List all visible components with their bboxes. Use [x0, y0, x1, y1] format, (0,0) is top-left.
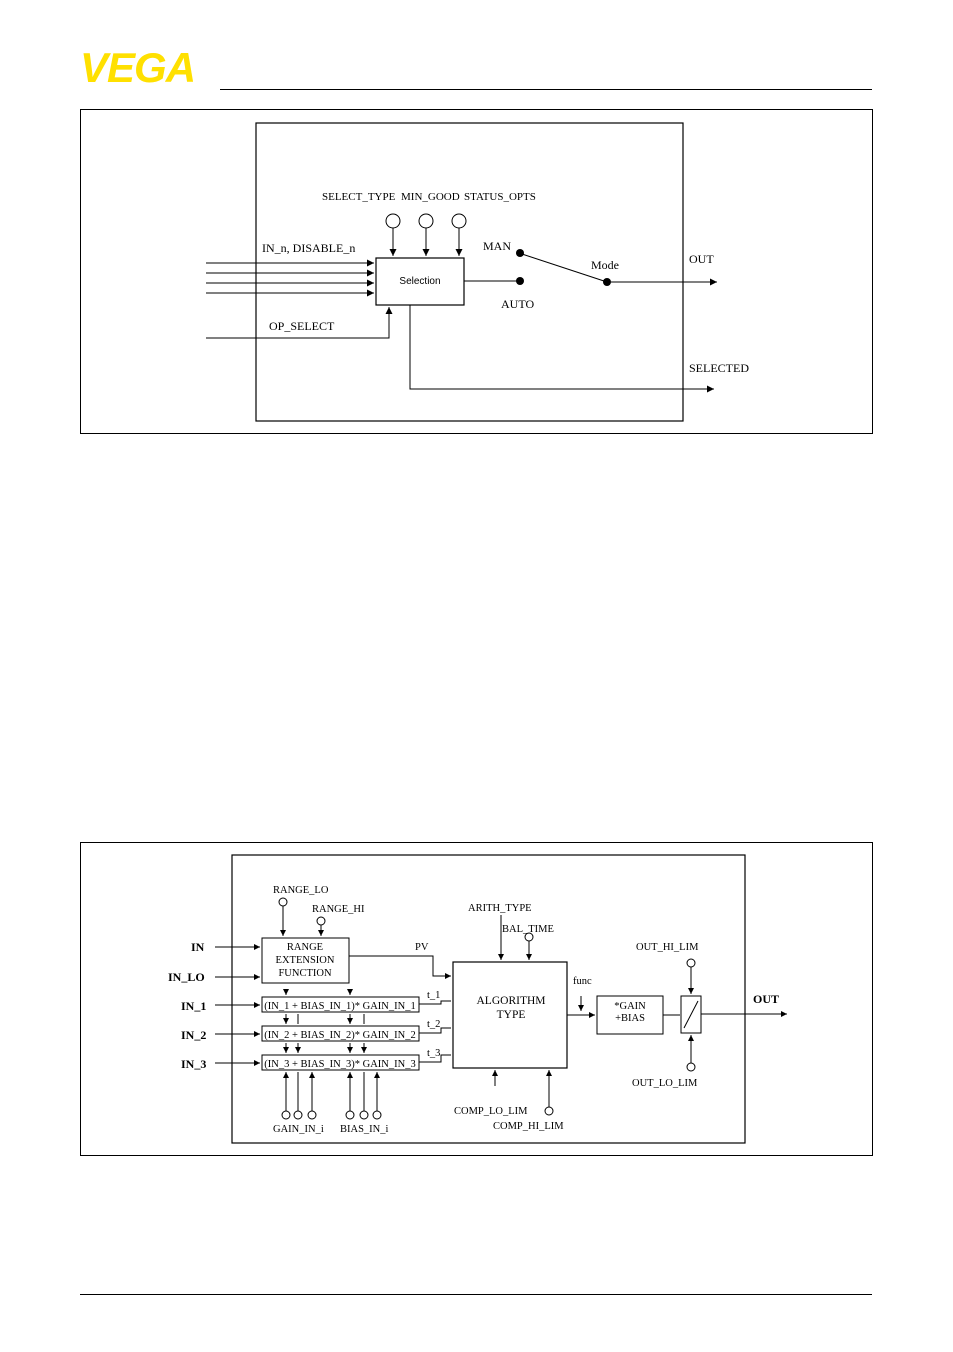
t2-line — [419, 1027, 451, 1034]
op-select-label: OP_SELECT — [269, 319, 335, 333]
selected-output-line — [409, 305, 714, 393]
algorithm-block — [452, 961, 568, 1069]
footer-rule — [80, 1294, 872, 1295]
status-opts-label: STATUS_OPTS — [464, 191, 536, 203]
min-good-label: MIN_GOOD — [401, 191, 460, 203]
range-lo-label: RANGE_LO — [273, 885, 329, 896]
gain-in-3-param-icon — [307, 1110, 317, 1120]
formula-2: (IN_2 + BIAS_IN_2)* GAIN_IN_2 — [264, 1030, 415, 1041]
in-lo-label: IN_LO — [168, 970, 205, 984]
man-contact — [516, 249, 524, 257]
status-opts-param-icon — [451, 213, 467, 229]
selection-label: Selection — [399, 276, 440, 287]
in-1-label: IN_1 — [181, 999, 206, 1013]
op-select-line — [206, 307, 393, 339]
t3-label: t_3 — [427, 1048, 440, 1059]
gain-block-line1: *GAIN — [614, 1001, 646, 1012]
algorithm-line2: TYPE — [497, 1009, 526, 1021]
selection-block — [375, 257, 465, 306]
algorithm-line1: ALGORITHM — [477, 995, 546, 1007]
comp-hi-lim-label: COMP_HI_LIM — [493, 1121, 564, 1132]
t2-label: t_2 — [427, 1019, 440, 1030]
out-label: OUT — [689, 252, 714, 266]
formula-3: (IN_3 + BIAS_IN_3)* GAIN_IN_3 — [264, 1059, 415, 1070]
out-hi-lim-param-icon — [686, 958, 696, 968]
gain-in-2-param-icon — [293, 1110, 303, 1120]
man-label: MAN — [483, 239, 511, 253]
inputs-label: IN_n, DISABLE_n — [262, 241, 355, 255]
in-label: IN — [191, 940, 205, 954]
block-outline — [255, 122, 684, 422]
in-2-label: IN_2 — [181, 1028, 206, 1042]
block-outline — [231, 854, 746, 1144]
gain-in-1-param-icon — [281, 1110, 291, 1120]
arithmetic-diagram: RANGE EXTENSION FUNCTION RANGE_LO RANGE_… — [168, 854, 787, 1144]
comp-hi-lim-param-icon — [544, 1106, 554, 1116]
pv-line — [349, 955, 451, 979]
figure-arithmetic: RANGE EXTENSION FUNCTION RANGE_LO RANGE_… — [80, 842, 873, 1156]
select-type-label: SELECT_TYPE — [322, 191, 396, 203]
gain-in-i-label: GAIN_IN_i — [273, 1124, 324, 1135]
out-hi-lim-label: OUT_HI_LIM — [636, 942, 699, 953]
mode-label: Mode — [591, 258, 619, 272]
vega-logo: VEGA — [80, 44, 196, 91]
selected-label: SELECTED — [689, 361, 749, 375]
func-label: func — [573, 976, 592, 987]
pv-label: PV — [415, 942, 429, 953]
range-lo-param-icon — [278, 897, 288, 907]
range-block-line3: FUNCTION — [278, 968, 332, 979]
bias-in-1-param-icon — [345, 1110, 355, 1120]
in-3-label: IN_3 — [181, 1057, 206, 1071]
out-label: OUT — [753, 992, 779, 1006]
figure-input-selector: SELECT_TYPE MIN_GOOD STATUS_OPTS Selecti… — [80, 109, 873, 434]
bal-time-label: BAL_TIME — [502, 924, 554, 935]
t3-line — [419, 1054, 451, 1063]
range-extension-block — [261, 937, 350, 984]
gain-block-line2: +BIAS — [615, 1013, 645, 1024]
arith-type-label: ARITH_TYPE — [468, 903, 532, 914]
out-lo-lim-param-icon — [686, 1062, 696, 1072]
formula-1: (IN_1 + BIAS_IN_1)* GAIN_IN_1 — [264, 1001, 415, 1012]
header-rule — [220, 89, 872, 90]
range-block-line2: EXTENSION — [276, 955, 335, 966]
limiter-ramp-icon — [683, 1000, 699, 1029]
comp-lo-lim-label: COMP_LO_LIM — [454, 1106, 528, 1117]
range-hi-label: RANGE_HI — [312, 904, 365, 915]
bias-in-2-param-icon — [359, 1110, 369, 1120]
out-lo-lim-label: OUT_LO_LIM — [632, 1078, 698, 1089]
t1-label: t_1 — [427, 990, 440, 1001]
range-block-line1: RANGE — [287, 942, 323, 953]
bias-in-3-param-icon — [372, 1110, 382, 1120]
auto-label: AUTO — [501, 297, 534, 311]
mode-switch-lever — [521, 253, 608, 283]
select-type-param-icon — [385, 213, 401, 229]
input-selector-diagram: SELECT_TYPE MIN_GOOD STATUS_OPTS Selecti… — [206, 122, 749, 422]
range-hi-param-icon — [316, 916, 326, 926]
gain-bias-block — [596, 995, 664, 1035]
bias-in-i-label: BIAS_IN_i — [340, 1124, 389, 1135]
gain-bias-connectors — [283, 989, 380, 1111]
t1-line — [419, 1000, 451, 1005]
logo-text: VEGA — [80, 44, 195, 91]
mode-pivot — [603, 278, 611, 286]
min-good-param-icon — [418, 213, 434, 229]
auto-contact — [516, 277, 524, 285]
